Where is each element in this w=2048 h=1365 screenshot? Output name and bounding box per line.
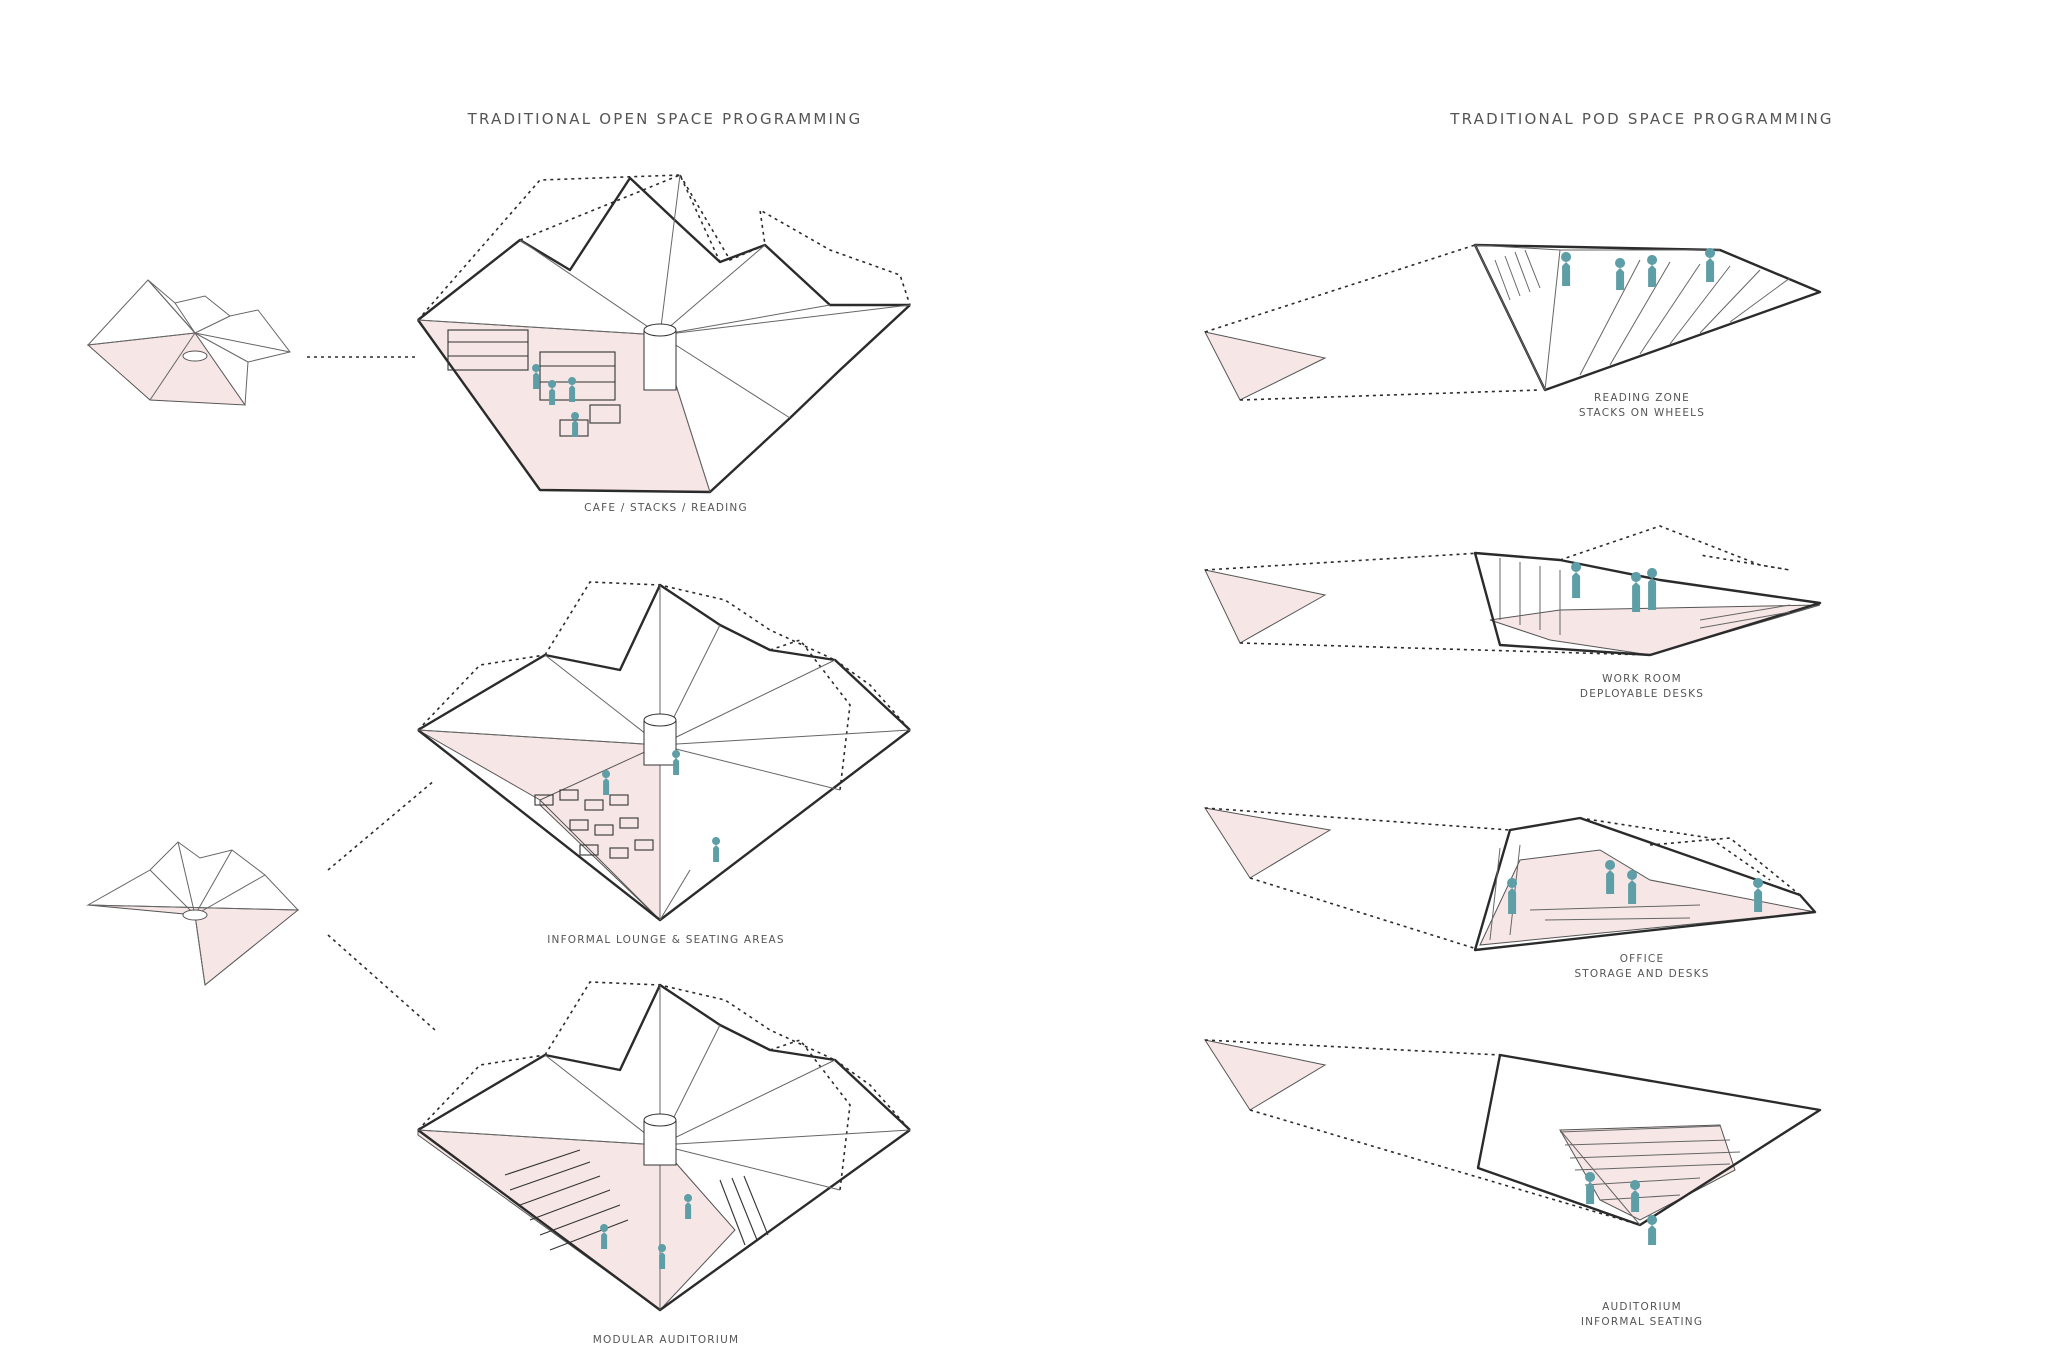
pod-key-3	[1203, 807, 1511, 951]
open-caption-cafe: CAFE / STACKS / READING	[584, 502, 748, 514]
open-caption-auditorium: MODULAR AUDITORIUM	[593, 1334, 739, 1346]
pod-caption-workroom-1: WORK ROOM	[1602, 673, 1682, 685]
pod-diagram-reading	[1473, 243, 1822, 392]
pod-diagram-auditorium	[1476, 1053, 1822, 1245]
pod-caption-auditorium-1: AUDITORIUM	[1602, 1301, 1682, 1313]
pod-key-4	[1203, 1039, 1641, 1226]
key-plan-top	[86, 279, 291, 406]
pod-caption-reading-2: STACKS ON WHEELS	[1579, 407, 1705, 419]
connector-mid-lower	[327, 934, 436, 1031]
pod-caption-reading-1: READING ZONE	[1594, 392, 1690, 404]
key-plan-middle	[86, 841, 300, 986]
pod-key-2	[1204, 552, 1651, 656]
pod-space-header: TRADITIONAL POD SPACE PROGRAMMING	[1449, 110, 1833, 128]
pod-caption-workroom-2: DEPLOYABLE DESKS	[1580, 688, 1704, 700]
pod-caption-office-1: OFFICE	[1620, 953, 1665, 965]
pod-caption-auditorium-2: INFORMAL SEATING	[1581, 1316, 1703, 1328]
pod-key-1	[1204, 244, 1541, 401]
pod-caption-office-2: STORAGE AND DESKS	[1574, 968, 1709, 980]
open-diagram-cafe	[416, 173, 911, 494]
pod-diagram-office	[1473, 816, 1817, 952]
connector-mid-upper	[327, 779, 436, 871]
open-diagram-auditorium	[417, 981, 911, 1312]
open-space-header: TRADITIONAL OPEN SPACE PROGRAMMING	[467, 110, 863, 128]
pod-diagram-workroom	[1473, 525, 1822, 657]
open-caption-lounge: INFORMAL LOUNGE & SEATING AREAS	[547, 934, 785, 946]
open-diagram-lounge	[417, 581, 911, 922]
